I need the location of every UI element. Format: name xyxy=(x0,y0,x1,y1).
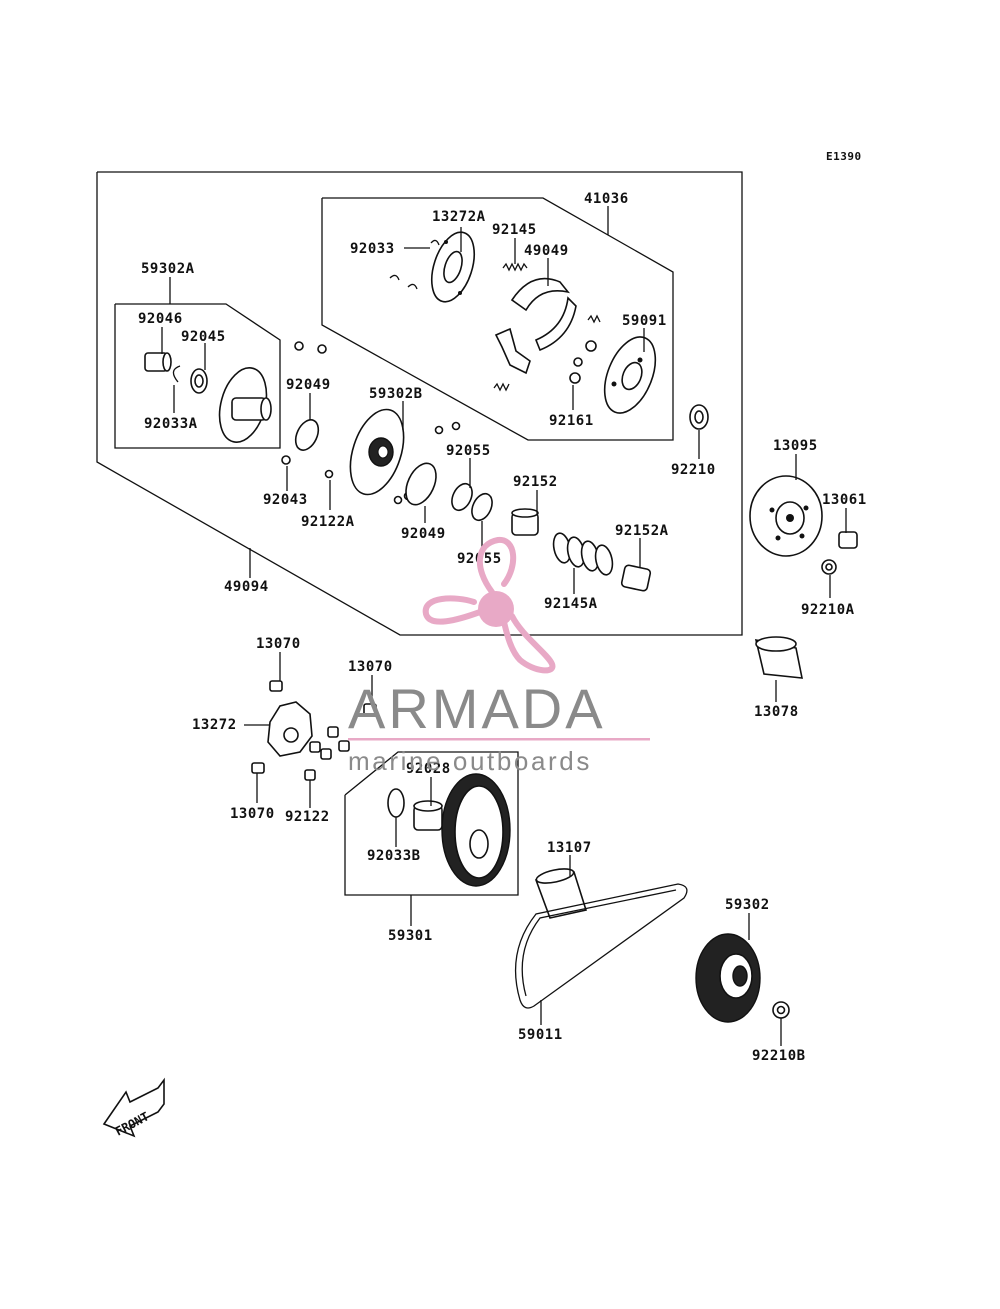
part-labels: 41036 13272A 92033 92145 49049 59091 921… xyxy=(138,191,867,1064)
part-59302B-pulley xyxy=(349,408,405,496)
part-49049-shoes xyxy=(494,277,577,375)
label-13061: 13061 xyxy=(822,492,867,508)
label-59302: 59302 xyxy=(725,897,770,913)
label-13070-mid: 13070 xyxy=(348,659,393,675)
label-13272: 13272 xyxy=(192,717,237,733)
label-92152A: 92152A xyxy=(615,523,669,539)
label-92122A: 92122A xyxy=(301,514,355,530)
label-13107: 13107 xyxy=(547,840,592,856)
label-13272A: 13272A xyxy=(432,209,486,225)
part-13095-housing xyxy=(749,475,823,557)
part-59091-plate xyxy=(603,336,657,414)
label-92122: 92122 xyxy=(285,809,330,825)
part-92049-oring-lower xyxy=(405,462,437,506)
part-59302A-pulley xyxy=(218,367,272,443)
part-92152-collar xyxy=(511,508,539,536)
part-59301-drive-face xyxy=(441,773,511,887)
part-92210-nut xyxy=(689,404,709,430)
part-92045-bearing xyxy=(190,368,208,394)
label-92055-upper: 92055 xyxy=(446,443,491,459)
label-92152: 92152 xyxy=(513,474,558,490)
part-92145A-spring xyxy=(552,532,614,576)
diagram-code: E1390 xyxy=(826,150,862,163)
part-92055-ring-a xyxy=(451,482,473,512)
part-spring-small xyxy=(493,382,510,392)
label-13095: 13095 xyxy=(773,438,818,454)
assembly-box-49094 xyxy=(96,171,743,636)
part-92033B-ring xyxy=(387,788,405,818)
watermark: ARMADA marine outboards xyxy=(348,537,650,776)
part-13070-sliders xyxy=(251,680,377,774)
label-59091: 59091 xyxy=(622,313,667,329)
label-92161: 92161 xyxy=(549,413,594,429)
part-92033-clips xyxy=(389,239,440,290)
label-49094: 49094 xyxy=(224,579,269,595)
label-92045: 92045 xyxy=(181,329,226,345)
watermark-divider xyxy=(348,738,650,741)
watermark-brand: ARMADA xyxy=(348,677,606,740)
label-13070-bottom: 13070 xyxy=(230,806,275,822)
part-92161-nuts xyxy=(569,340,597,384)
leader-lines xyxy=(161,206,847,1046)
part-92046-bearing xyxy=(144,352,172,372)
label-92033A: 92033A xyxy=(144,416,198,432)
label-13070-top: 13070 xyxy=(256,636,301,652)
label-92046: 92046 xyxy=(138,311,183,327)
label-49049: 49049 xyxy=(524,243,569,259)
part-92145-spring xyxy=(502,262,528,272)
part-92033A-circlip xyxy=(172,365,181,383)
part-59011-belt xyxy=(514,883,688,1009)
label-59302A: 59302A xyxy=(141,261,195,277)
label-92028: 92028 xyxy=(406,761,451,777)
part-92210B-nut xyxy=(772,1001,790,1019)
watermark-tagline: marine outboards xyxy=(348,746,592,776)
part-92055-ring-b xyxy=(471,492,493,522)
label-92049-upper: 92049 xyxy=(286,377,331,393)
part-13272-ramp-plate xyxy=(267,701,313,757)
part-92028-bushing xyxy=(413,800,443,831)
part-92122-rollers xyxy=(304,726,350,781)
label-41036: 41036 xyxy=(584,191,629,207)
part-13078-shaft xyxy=(754,636,803,679)
assembly-box-41036 xyxy=(321,197,674,441)
propeller-logo xyxy=(422,537,556,674)
label-92043: 92043 xyxy=(263,492,308,508)
label-59302B: 59302B xyxy=(369,386,423,402)
front-arrow: FRONT xyxy=(102,1077,165,1139)
label-92049-lower: 92049 xyxy=(401,526,446,542)
label-92210: 92210 xyxy=(671,462,716,478)
part-92049-oring-upper xyxy=(294,419,320,451)
label-59011: 59011 xyxy=(518,1027,563,1043)
label-92210B: 92210B xyxy=(752,1048,806,1064)
label-59301: 59301 xyxy=(388,928,433,944)
part-13061-bushing xyxy=(838,531,858,549)
assembly-box-59302A xyxy=(114,303,281,449)
propeller-hub xyxy=(478,591,514,627)
label-92145A: 92145A xyxy=(544,596,598,612)
part-59302-drive-face xyxy=(695,933,761,1023)
part-13272A-plate xyxy=(430,231,476,303)
part-spring-right xyxy=(587,314,601,324)
label-92145: 92145 xyxy=(492,222,537,238)
assembly-box-59301 xyxy=(344,751,519,896)
label-92210A: 92210A xyxy=(801,602,855,618)
label-92033: 92033 xyxy=(350,241,395,257)
part-92152A-collar xyxy=(620,564,652,592)
label-13078: 13078 xyxy=(754,704,799,720)
label-92033B: 92033B xyxy=(367,848,421,864)
part-92210A-nut xyxy=(821,559,837,575)
